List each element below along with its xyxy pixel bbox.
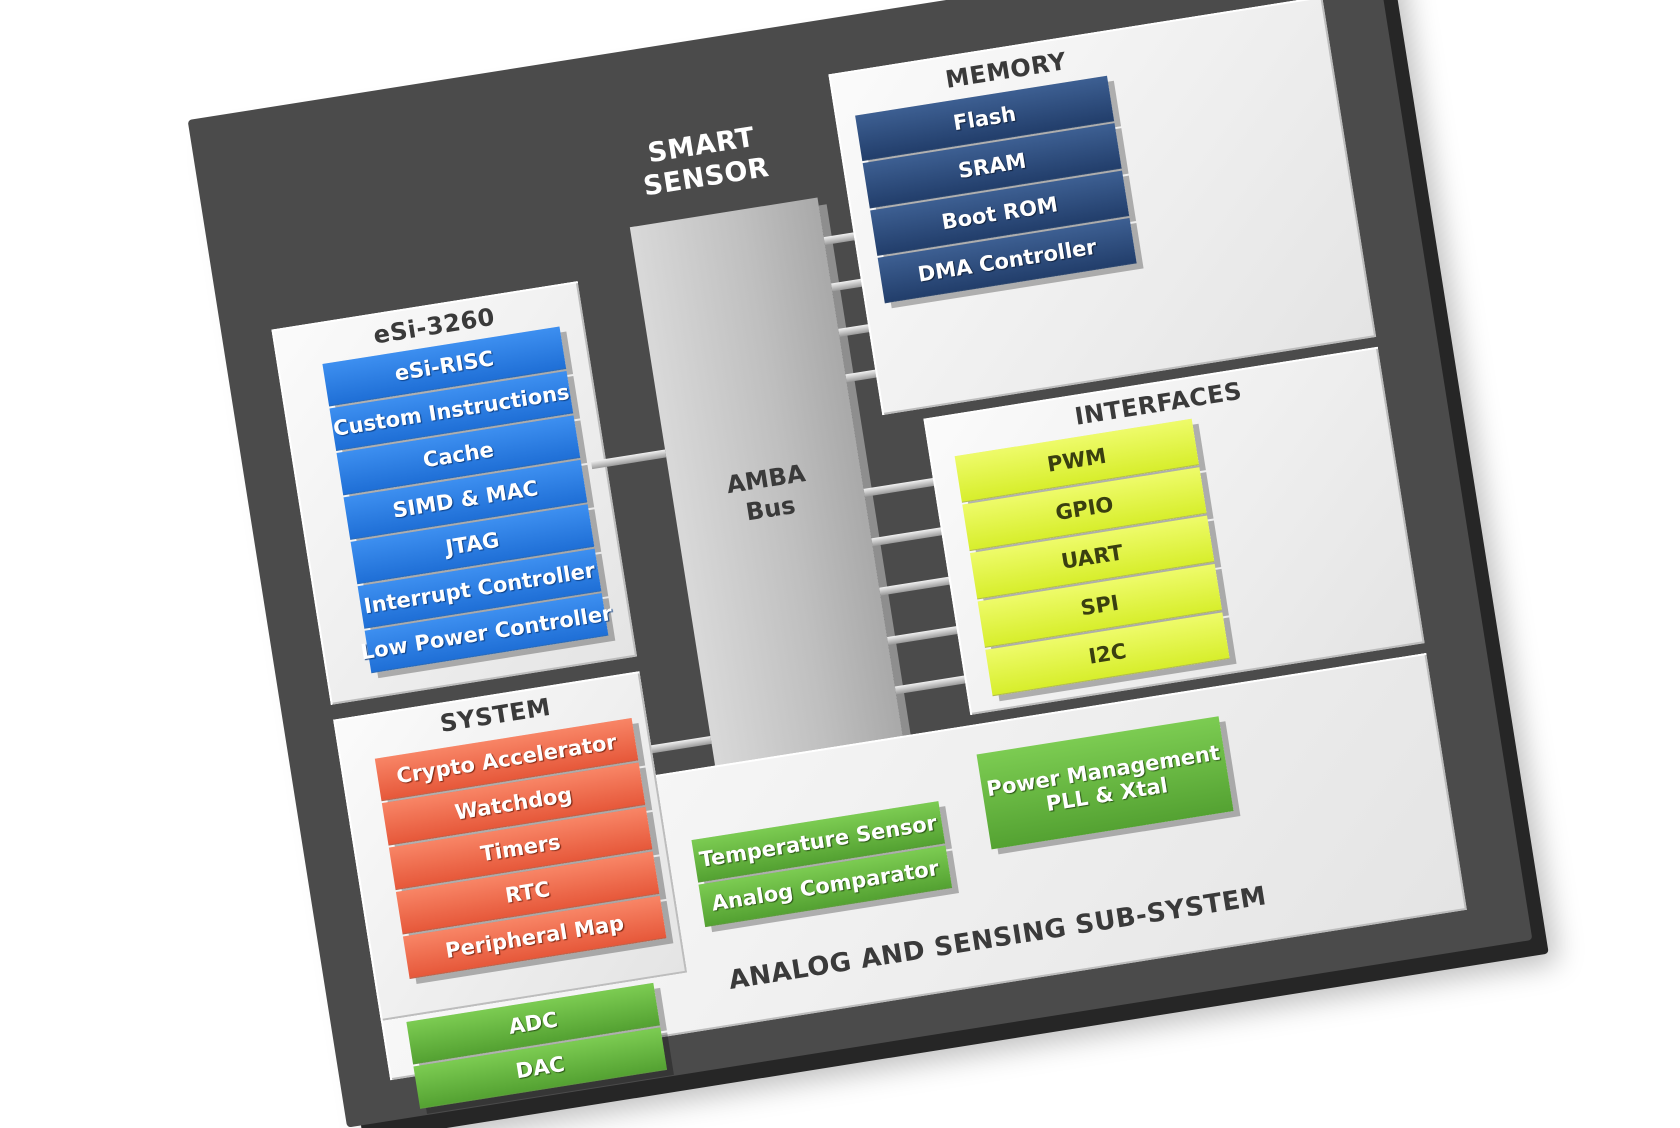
system-stack-overlay: Crypto Accelerator Watchdog Timers RTC P… [374,718,667,981]
memory-stack: Flash SRAM Boot ROM DMA Controller [855,75,1137,306]
amba-bus-label: AMBA Bus [724,459,808,527]
chip-diagram: SMART SENSOR eSi-3260 eSi-RISC Custom In… [187,0,1533,1128]
interfaces-stack: PWM GPIO UART SPI I2C [954,418,1230,699]
cpu-stack: eSi-RISC Custom Instructions Cache SIMD … [322,326,614,676]
